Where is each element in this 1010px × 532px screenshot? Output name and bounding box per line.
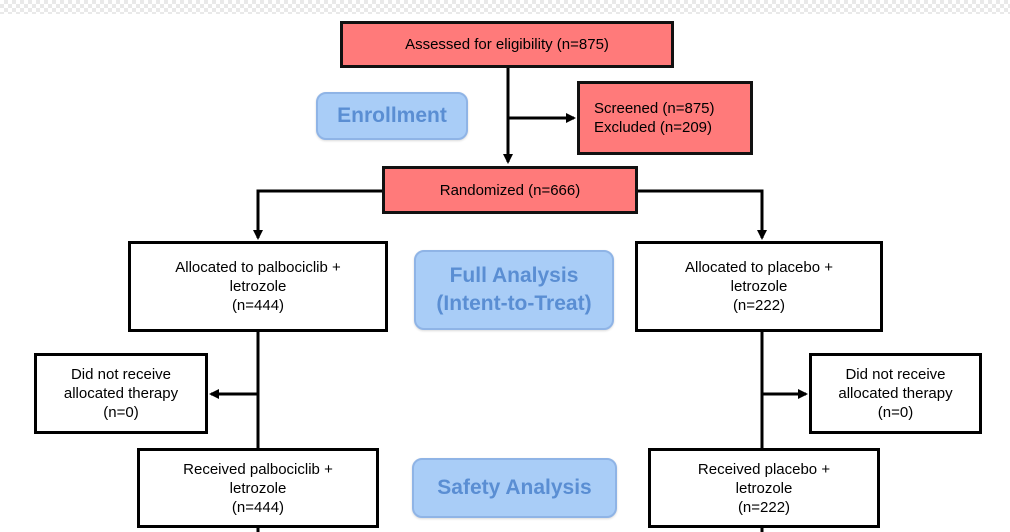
randomized-text: Randomized (n=666) — [439, 181, 581, 199]
screened-excluded-text: Screened (n=875) Excluded (n=209) — [594, 100, 715, 136]
received-palbociclib-text: Received palbociclib + letrozole (n=444) — [183, 460, 333, 516]
not-received-right-text: Did not receive allocated therapy (n=0) — [838, 366, 953, 421]
not-received-left-text: Did not receive allocated therapy (n=0) — [63, 366, 179, 421]
received-palbociclib-box: Received palbociclib + letrozole (n=444) — [137, 448, 379, 528]
safety-analysis-label: Safety Analysis — [412, 458, 617, 518]
allocated-palbociclib-box: Allocated to palbociclib + letrozole (n=… — [128, 241, 388, 332]
arrow-to-allocated-palbo — [253, 189, 382, 240]
not-received-right-box: Did not receive allocated therapy (n=0) — [809, 353, 982, 434]
enrollment-label: Enrollment — [316, 92, 468, 140]
full-analysis-label: Full Analysis (Intent-to-Treat) — [414, 250, 614, 330]
allocated-placebo-box: Allocated to placebo + letrozole (n=222) — [635, 241, 883, 332]
enrollment-text: Enrollment — [337, 104, 447, 127]
randomized-box: Randomized (n=666) — [382, 166, 638, 214]
received-placebo-box: Received placebo + letrozole (n=222) — [648, 448, 880, 528]
assessed-text: Assessed for eligibility (n=875) — [405, 36, 609, 53]
allocated-palbociclib-text: Allocated to palbociclib + letrozole (n=… — [175, 259, 341, 314]
safety-analysis-text: Safety Analysis — [437, 476, 592, 499]
allocated-placebo-text: Allocated to placebo + letrozole (n=222) — [684, 259, 834, 314]
full-analysis-text: Full Analysis (Intent-to-Treat) — [436, 264, 592, 315]
received-placebo-text: Received placebo + letrozole (n=222) — [697, 460, 831, 516]
arrow-to-allocated-placebo — [638, 189, 767, 240]
assessed-box: Assessed for eligibility (n=875) — [340, 21, 674, 68]
not-received-left-box: Did not receive allocated therapy (n=0) — [34, 353, 208, 434]
background-strip — [0, 0, 1010, 14]
screened-excluded-box: Screened (n=875) Excluded (n=209) — [577, 81, 753, 155]
